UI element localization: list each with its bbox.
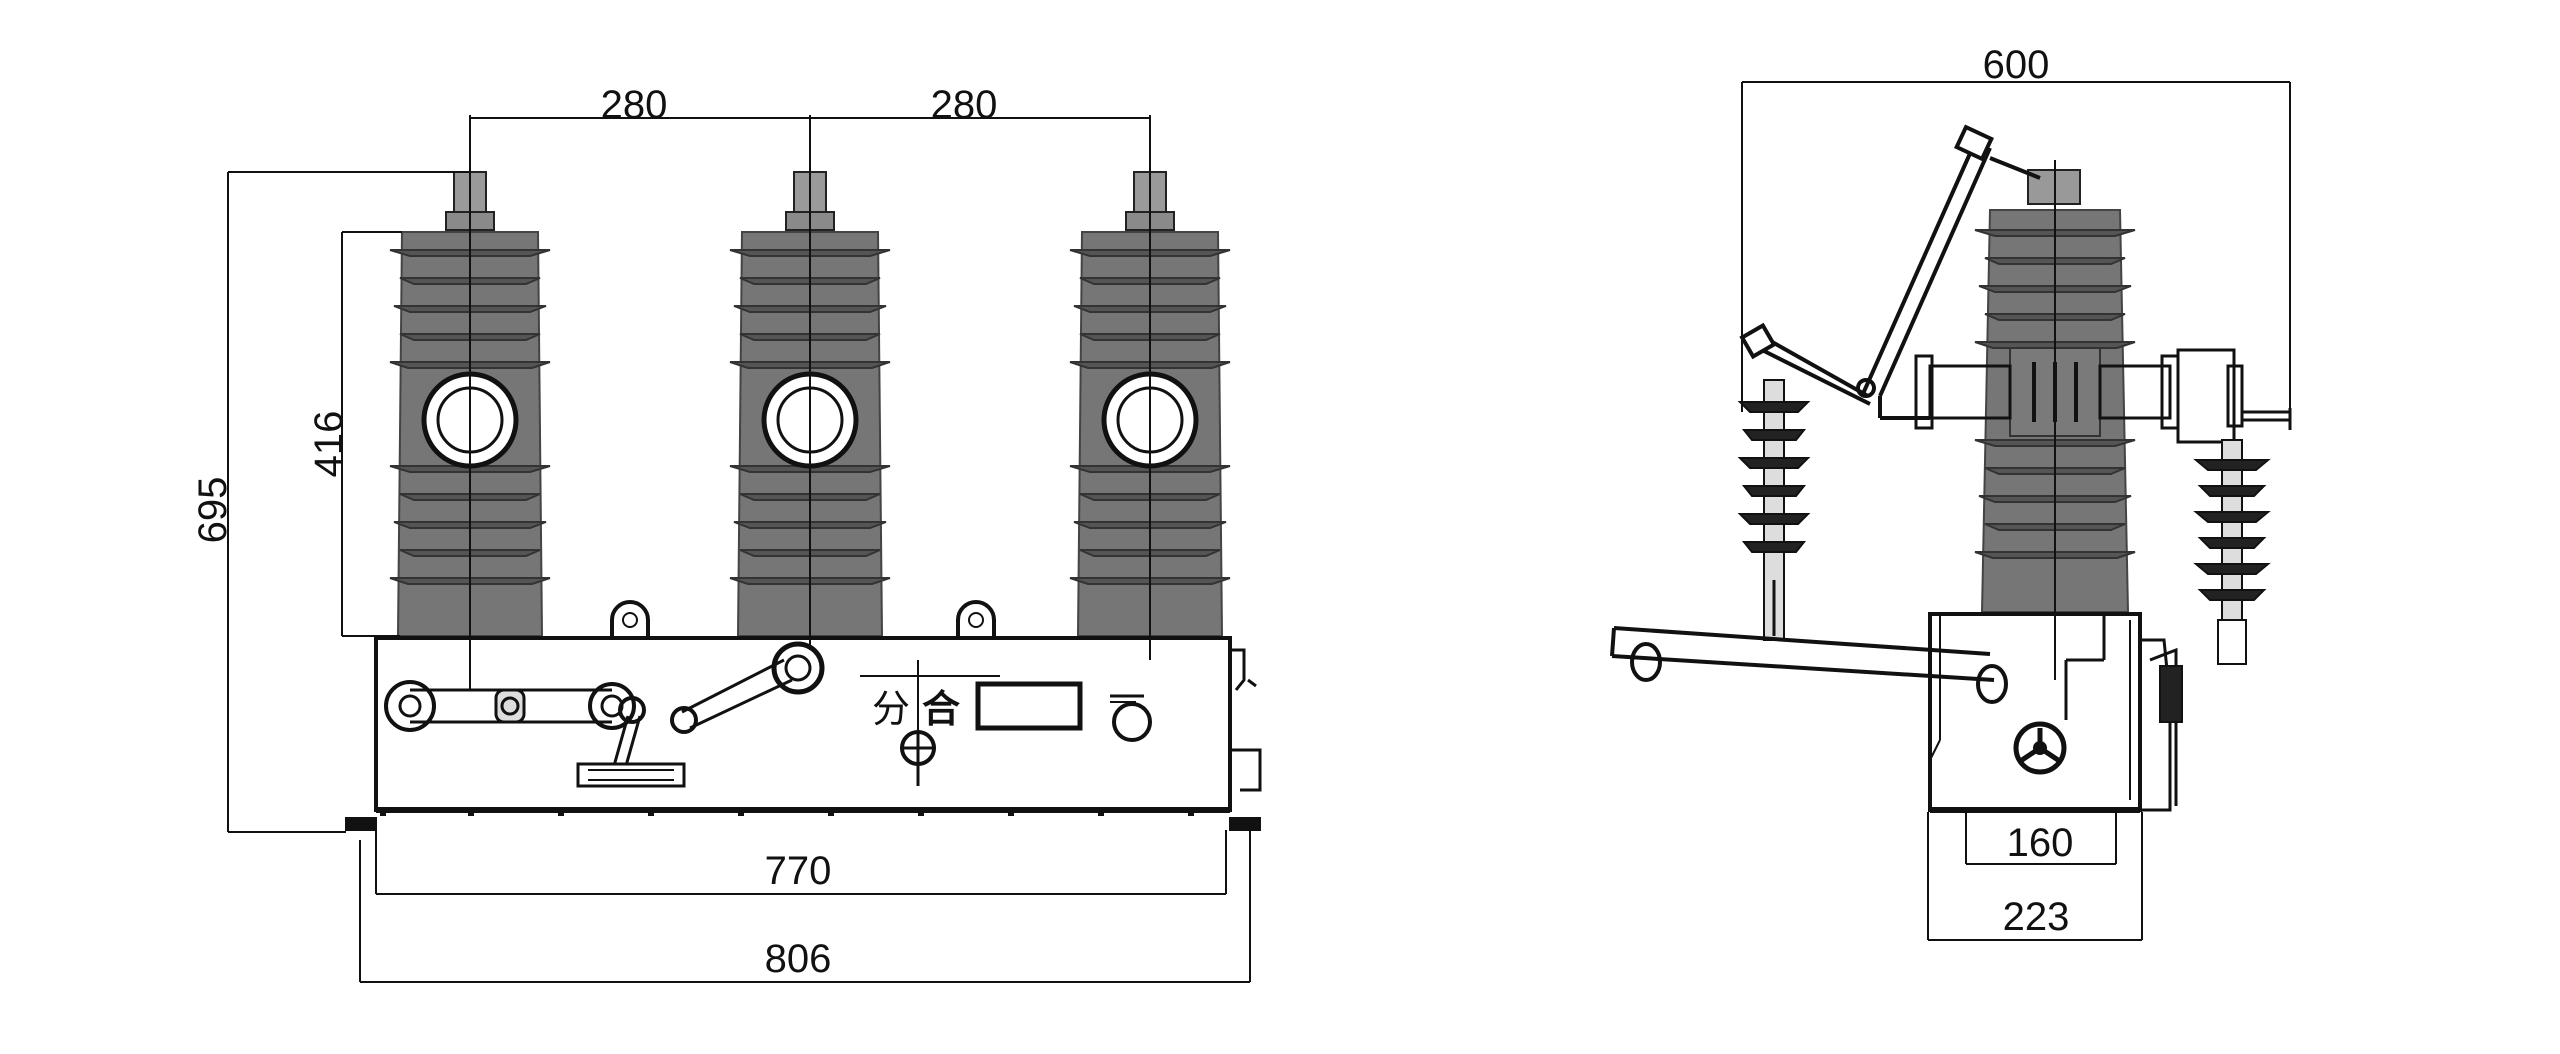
operating-linkage: [384, 641, 825, 788]
lifting-lug-right: [956, 600, 996, 636]
dim-base-inner: 160: [2007, 821, 2074, 865]
base-bolts: [380, 808, 1194, 816]
dim-insulator-height: 416: [307, 411, 351, 478]
dim-overall-height: 695: [191, 477, 235, 544]
dimension-lines-side: [1741, 81, 2291, 941]
dim-mounting-width: 770: [765, 849, 832, 893]
side-terminal-right: [2098, 348, 2292, 444]
surge-arrester-left: [1737, 379, 1811, 641]
side-main-insulator: [1974, 160, 2136, 680]
disconnect-arm: [1739, 124, 2041, 420]
status-window: [975, 681, 1083, 731]
dim-base-outer: 223: [2003, 895, 2070, 939]
side-view: 600 160 223: [1610, 43, 2292, 941]
dim-top-span: 600: [1983, 43, 2050, 87]
insulator-left: [389, 115, 551, 690]
close-label: 合: [922, 687, 960, 731]
dim-spacing-right: 280: [931, 83, 998, 127]
surge-arrester-right: [2193, 439, 2271, 665]
insulator-right: [1069, 115, 1231, 660]
dim-total-width: 806: [765, 937, 832, 981]
front-view: 分 合: [191, 83, 1262, 983]
lifting-lug-left: [610, 600, 650, 636]
open-label: 分: [872, 687, 910, 731]
dimension-lines-front: [227, 117, 1251, 983]
mechanism-housing: [345, 636, 1262, 831]
insulator-middle: [729, 115, 891, 650]
side-terminal-left: [1914, 354, 2012, 430]
trip-close-handle: [860, 660, 1000, 786]
operating-handle-bar: [1610, 626, 2008, 704]
side-handwheel: [2013, 721, 2067, 775]
counter-knob: [1110, 694, 1152, 742]
side-mechanism-housing: [1928, 612, 2183, 813]
dim-spacing-left: 280: [601, 83, 668, 127]
